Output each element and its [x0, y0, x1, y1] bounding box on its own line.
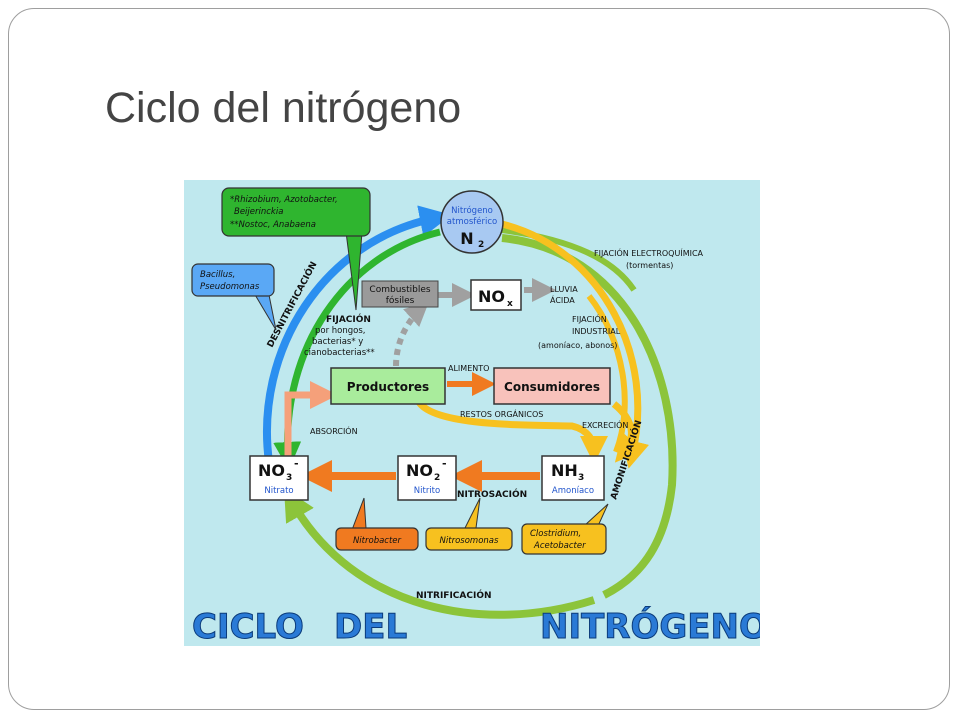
- fixation-line1: por hongos,: [315, 326, 366, 336]
- footer-word-3: NITRÓGENO: [540, 606, 760, 646]
- fixation-line2: bacterias* y: [312, 337, 363, 347]
- excretion-label: EXCRECIÓN: [582, 419, 628, 430]
- nitrite-name: Nitrito: [414, 486, 440, 496]
- nitrosomonas-callout-tail: [463, 497, 481, 531]
- yellow-callout-line2: Acetobacter: [533, 541, 586, 551]
- ammonia-formula: NH: [551, 461, 578, 480]
- nitrogen-cycle-diagram: Nitrógeno atmosférico N 2 Combustibles f…: [184, 180, 760, 646]
- blue-callout-line2: Pseudomonas: [200, 282, 260, 292]
- industrial-fixation-line1: FIJACIÓN: [572, 313, 607, 324]
- electrochemical-fixation-line1: FIJACIÓN ELECTROQUÍMICA: [594, 247, 704, 258]
- consumers-node: [493, 367, 611, 405]
- nitrate-sup: -: [294, 457, 299, 470]
- ammonia-node: [541, 455, 605, 501]
- organic-remains-arrow: [416, 399, 608, 464]
- footer-word-1: CICLO: [192, 607, 304, 646]
- nitrosomonas-callout: [425, 527, 513, 551]
- n2-sub: 2: [478, 240, 484, 250]
- fixation-title: FIJACIÓN: [326, 313, 371, 325]
- diagram-canvas: Nitrógeno atmosférico N 2 Combustibles f…: [191, 187, 760, 646]
- acid-rain-line2: ÁCIDA: [550, 294, 575, 305]
- yellow-callout-tail: [582, 503, 609, 527]
- footer-word-2: DEL: [334, 607, 407, 646]
- industrial-fixation-line2: INDUSTRIAL: [572, 327, 621, 336]
- nitrite-node: [397, 455, 457, 501]
- electrochemical-fixation-arrow: [501, 220, 649, 469]
- n2-formula: N: [460, 229, 473, 248]
- n2-line2: atmosférico: [447, 216, 497, 227]
- nox-formula: NO: [478, 287, 505, 306]
- ammonification-label: AMONIFICACIÓN: [607, 419, 644, 501]
- nitrite-sup: -: [442, 457, 447, 470]
- green-callout: [221, 187, 371, 237]
- nitrate-sub: 3: [286, 473, 292, 483]
- nitrate-name: Nitrato: [264, 486, 293, 496]
- absorption-label: ABSORCIÓN: [310, 425, 358, 436]
- nitrobacter-callout-text: Nitrobacter: [353, 536, 402, 546]
- fixation-line3: cianobacterias**: [304, 348, 375, 358]
- consumers-label: Consumidores: [504, 380, 600, 394]
- excretion-arrow: [611, 401, 644, 463]
- green-callout-line3: **Nostoc, Anabaena: [230, 220, 316, 230]
- nitrosation-label: NITROSACIÓN: [457, 488, 527, 500]
- nox-node: [470, 279, 522, 311]
- producers-label: Productores: [347, 380, 429, 394]
- blue-callout-line1: Bacillus,: [200, 270, 235, 280]
- nitrobacter-callout: [335, 527, 419, 551]
- yellow-callout-line1: Clostridium,: [530, 529, 581, 539]
- yellow-callout: [521, 523, 607, 555]
- n2-line1: Nitrógeno: [451, 205, 493, 216]
- organic-remains-label: RESTOS ORGÁNICOS: [460, 408, 543, 419]
- absorption-arrow: [284, 381, 338, 456]
- fossil-fuels-line2: fósiles: [386, 295, 415, 306]
- nitrification-label: NITRIFICACIÓN: [416, 589, 492, 601]
- denitrification-arrow: [263, 205, 452, 463]
- nitrobacter-callout-tail: [351, 497, 367, 531]
- food-label: ALIMENTO: [448, 364, 489, 373]
- green-callout-line2: Beijerinckia: [234, 207, 283, 217]
- electrochemical-fixation-line2: (tormentas): [626, 261, 673, 270]
- nitrite-sub: 2: [434, 473, 440, 483]
- ammonia-sub: 3: [578, 473, 584, 483]
- fossil-fuels-line1: Combustibles: [369, 285, 430, 295]
- nox-sub: x: [507, 299, 513, 309]
- green-callout-line1: *Rhizobium, Azotobacter,: [230, 195, 338, 205]
- n2-node: [440, 190, 504, 254]
- acid-rain-line1: LLUVIA: [550, 285, 578, 294]
- fossil-fuels-node: [361, 280, 439, 308]
- fossil-formation-arrow: [393, 301, 429, 367]
- blue-callout: [191, 263, 275, 297]
- ammonia-name: Amoníaco: [552, 486, 594, 496]
- nitrate-formula: NO: [258, 461, 285, 480]
- nitrification-arc-arrow: [284, 488, 596, 619]
- nitrite-formula: NO: [406, 461, 433, 480]
- industrial-fixation-line3: (amoníaco, abonos): [538, 341, 617, 350]
- slide-title: Ciclo del nitrógeno: [105, 84, 462, 132]
- nitrosomonas-callout-text: Nitrosomonas: [440, 536, 499, 546]
- producers-node: [330, 367, 446, 405]
- nitrate-node: [249, 455, 309, 501]
